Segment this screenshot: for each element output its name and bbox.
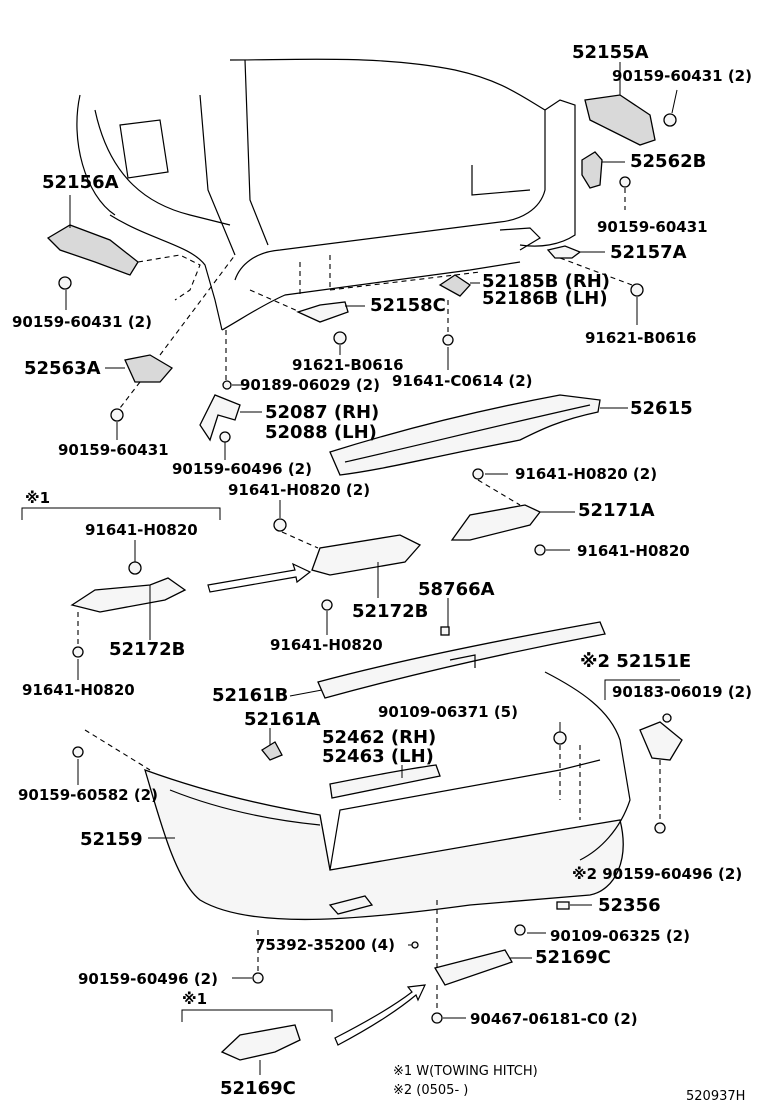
label-90159-60431-right: 90159-60431 bbox=[597, 218, 708, 236]
part-52171A-bracket bbox=[450, 468, 546, 556]
label-90159-60431-2-top: 90159-60431 (2) bbox=[612, 67, 752, 85]
part-52156A-bracket bbox=[46, 224, 201, 301]
label-90159-60431-leftmid: 90159-60431 bbox=[58, 441, 169, 459]
label-90159-60496-2-mid: 90159-60496 (2) bbox=[172, 460, 312, 478]
part-labels: 52155A 90159-60431 (2) 52562B 90159-6043… bbox=[12, 42, 752, 1104]
label-52161B: 52161B bbox=[212, 685, 288, 706]
label-52615: 52615 bbox=[630, 398, 693, 419]
part-90159-60496-bottom-bolt bbox=[252, 930, 264, 984]
part-52169C-garnish-bottom bbox=[220, 1024, 301, 1061]
part-52172B-bracket-mid bbox=[273, 518, 422, 611]
part-52155A-bracket bbox=[584, 94, 677, 146]
label-75392-35200: 75392-35200 (4) bbox=[255, 936, 395, 954]
part-52151E-bracket bbox=[604, 679, 683, 834]
label-90467-06181: 90467-06181-C0 (2) bbox=[470, 1010, 638, 1028]
label-52463: 52463 (LH) bbox=[322, 746, 434, 767]
label-52157A: 52157A bbox=[610, 242, 687, 263]
part-52356-clip bbox=[556, 901, 570, 910]
label-91621-B0616-right: 91621-B0616 bbox=[585, 329, 697, 347]
label-52088: 52088 (LH) bbox=[265, 422, 377, 443]
leader-lines bbox=[65, 62, 678, 1075]
label-90183-06019: 90183-06019 (2) bbox=[612, 683, 752, 701]
part-52185B-grommet bbox=[438, 274, 471, 346]
label-52087: 52087 (RH) bbox=[265, 402, 379, 423]
part-90159-60582-bolt bbox=[72, 729, 151, 771]
part-52158C-bracket bbox=[249, 289, 349, 345]
part-52172B-bracket-left bbox=[70, 561, 187, 658]
label-52161A: 52161A bbox=[244, 709, 321, 730]
label-91641-H0820-left2: 91641-H0820 bbox=[22, 681, 135, 699]
label-52156A: 52156A bbox=[42, 172, 119, 193]
label-90189-06029: 90189-06029 (2) bbox=[240, 376, 380, 394]
label-90159-60496-2-right: ※2 90159-60496 (2) bbox=[572, 865, 742, 883]
label-52151E: ※2 52151E bbox=[580, 651, 691, 672]
label-91641-H0820-box: 91641-H0820 bbox=[85, 521, 198, 539]
label-91641-H0820-2-right: 91641-H0820 (2) bbox=[515, 465, 657, 483]
label-52172B-mid: 52172B bbox=[352, 601, 428, 622]
label-52462: 52462 (RH) bbox=[322, 727, 436, 748]
note1-mark-bottom: ※1 bbox=[182, 990, 207, 1008]
towing-hitch-box bbox=[21, 507, 221, 520]
label-52356: 52356 bbox=[598, 895, 661, 916]
note1-text: ※1 W(TOWING HITCH) bbox=[393, 1064, 538, 1079]
part-52161B-step-pad bbox=[317, 621, 606, 699]
part-52169C-garnish-right bbox=[411, 900, 526, 1024]
towing-hitch-box-bottom bbox=[181, 1009, 333, 1022]
label-52562B: 52562B bbox=[630, 151, 706, 172]
part-52562B-bracket bbox=[581, 151, 631, 210]
label-52172B-left: 52172B bbox=[109, 639, 185, 660]
label-52169C-right: 52169C bbox=[535, 947, 611, 968]
label-52159: 52159 bbox=[80, 829, 143, 850]
label-90159-60582: 90159-60582 (2) bbox=[18, 786, 158, 804]
label-52158C: 52158C bbox=[370, 295, 446, 316]
arrow-right-mid bbox=[207, 562, 312, 593]
label-52169C-bottom: 52169C bbox=[220, 1078, 296, 1099]
label-90109-06371: 90109-06371 (5) bbox=[378, 703, 518, 721]
label-90159-60496-2-bottom: 90159-60496 (2) bbox=[78, 970, 218, 988]
note2-text: ※2 (0505- ) bbox=[393, 1083, 468, 1098]
part-52563A-bracket bbox=[110, 254, 236, 422]
label-90159-60431-2-left: 90159-60431 (2) bbox=[12, 313, 152, 331]
label-52171A: 52171A bbox=[578, 500, 655, 521]
label-52185B: 52185B (RH) bbox=[482, 271, 610, 292]
label-52155A: 52155A bbox=[572, 42, 649, 63]
label-91641-C0614: 91641-C0614 (2) bbox=[392, 372, 533, 390]
label-91621-B0616-mid: 91621-B0616 bbox=[292, 356, 404, 374]
label-91641-H0820-r2: 91641-H0820 bbox=[577, 542, 690, 560]
vehicle-body-outline bbox=[76, 58, 576, 331]
part-52159-bumper-cover bbox=[144, 671, 631, 921]
label-90109-06325: 90109-06325 (2) bbox=[550, 927, 690, 945]
label-91641-H0820-2-mid: 91641-H0820 (2) bbox=[228, 481, 370, 499]
note1-mark: ※1 bbox=[25, 489, 50, 507]
label-91641-H0820-mid2: 91641-H0820 bbox=[270, 636, 383, 654]
label-58766A: 58766A bbox=[418, 579, 495, 600]
part-52615-reinforcement bbox=[329, 394, 601, 476]
label-52563A: 52563A bbox=[24, 358, 101, 379]
drawing-code: 520937H bbox=[686, 1089, 745, 1104]
part-52087-bracket bbox=[199, 330, 241, 443]
part-52157A-clip bbox=[546, 245, 644, 297]
label-52186B: 52186B (LH) bbox=[482, 288, 608, 309]
part-90109-06371-clips bbox=[553, 731, 581, 820]
arrow-right-bottom bbox=[334, 984, 426, 1046]
part-52161A-clip bbox=[261, 741, 283, 761]
